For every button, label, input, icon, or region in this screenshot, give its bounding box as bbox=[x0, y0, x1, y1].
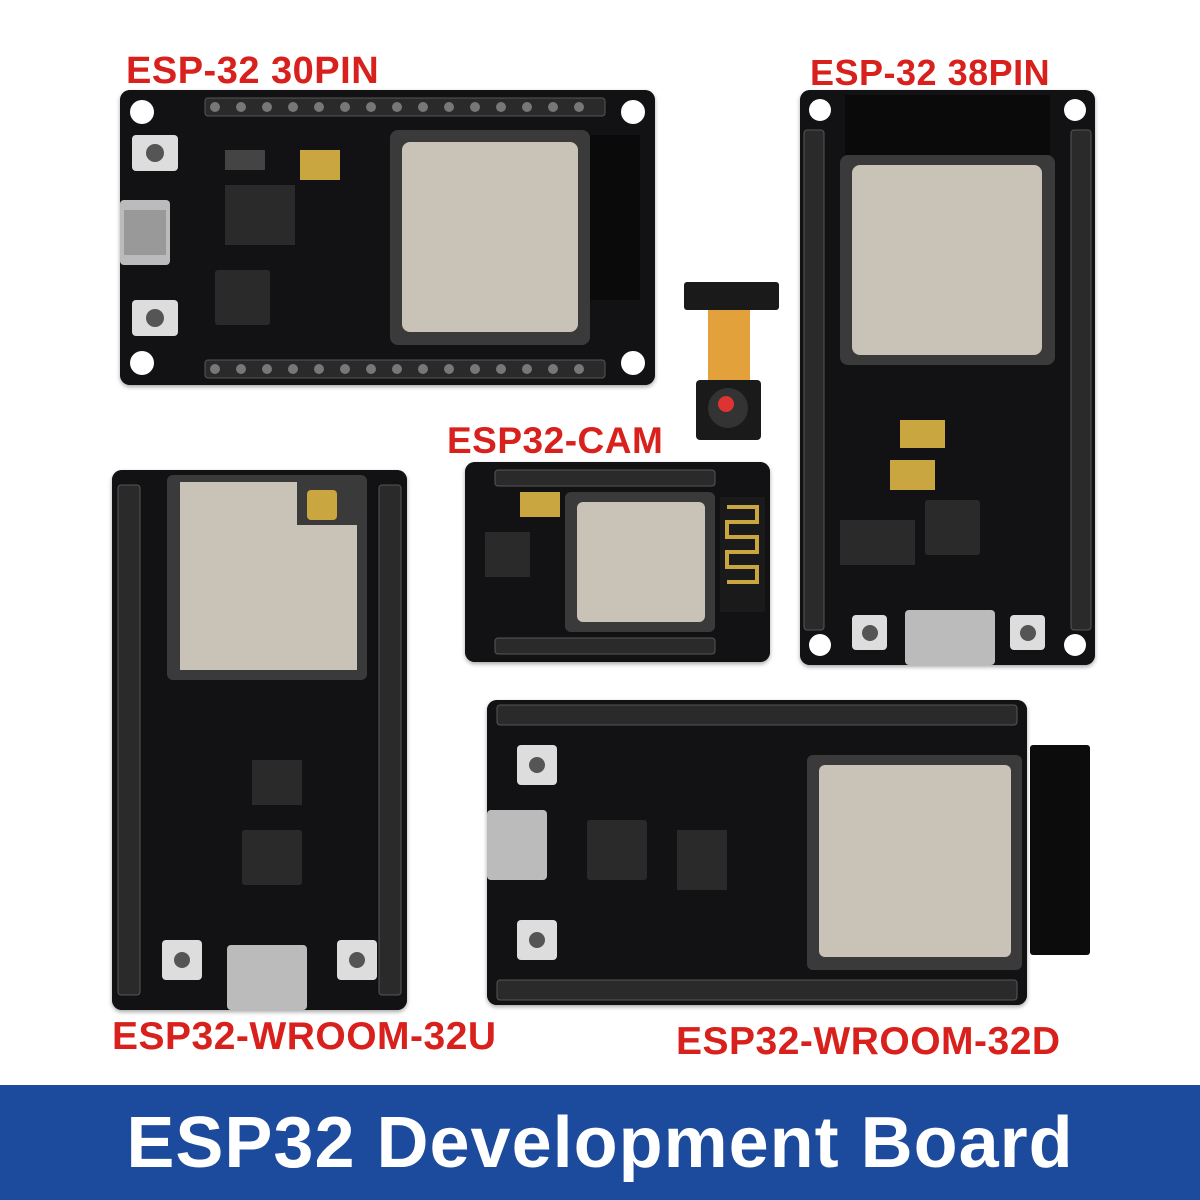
label-wroom-32d: ESP32-WROOM-32D bbox=[676, 1020, 1061, 1063]
esp32-38pin-board bbox=[800, 90, 1095, 665]
bottom-banner: ESP32 Development Board bbox=[0, 1085, 1200, 1200]
label-esp32-cam: ESP32-CAM bbox=[447, 420, 664, 461]
esp32-30pin-board bbox=[120, 90, 655, 385]
banner-title: ESP32 Development Board bbox=[126, 1102, 1074, 1183]
label-wroom-32u: ESP32-WROOM-32U bbox=[112, 1015, 497, 1058]
label-esp32-38pin: ESP-32 38PIN bbox=[810, 52, 1051, 93]
esp32-cam-board bbox=[465, 462, 770, 662]
camera-module bbox=[684, 282, 779, 440]
wroom-32d-antenna-tab bbox=[1030, 745, 1090, 955]
label-esp32-30pin: ESP-32 30PIN bbox=[126, 50, 380, 92]
esp32-wroom-32d-board bbox=[487, 700, 1027, 1005]
esp32-wroom-32u-board bbox=[112, 470, 407, 1010]
